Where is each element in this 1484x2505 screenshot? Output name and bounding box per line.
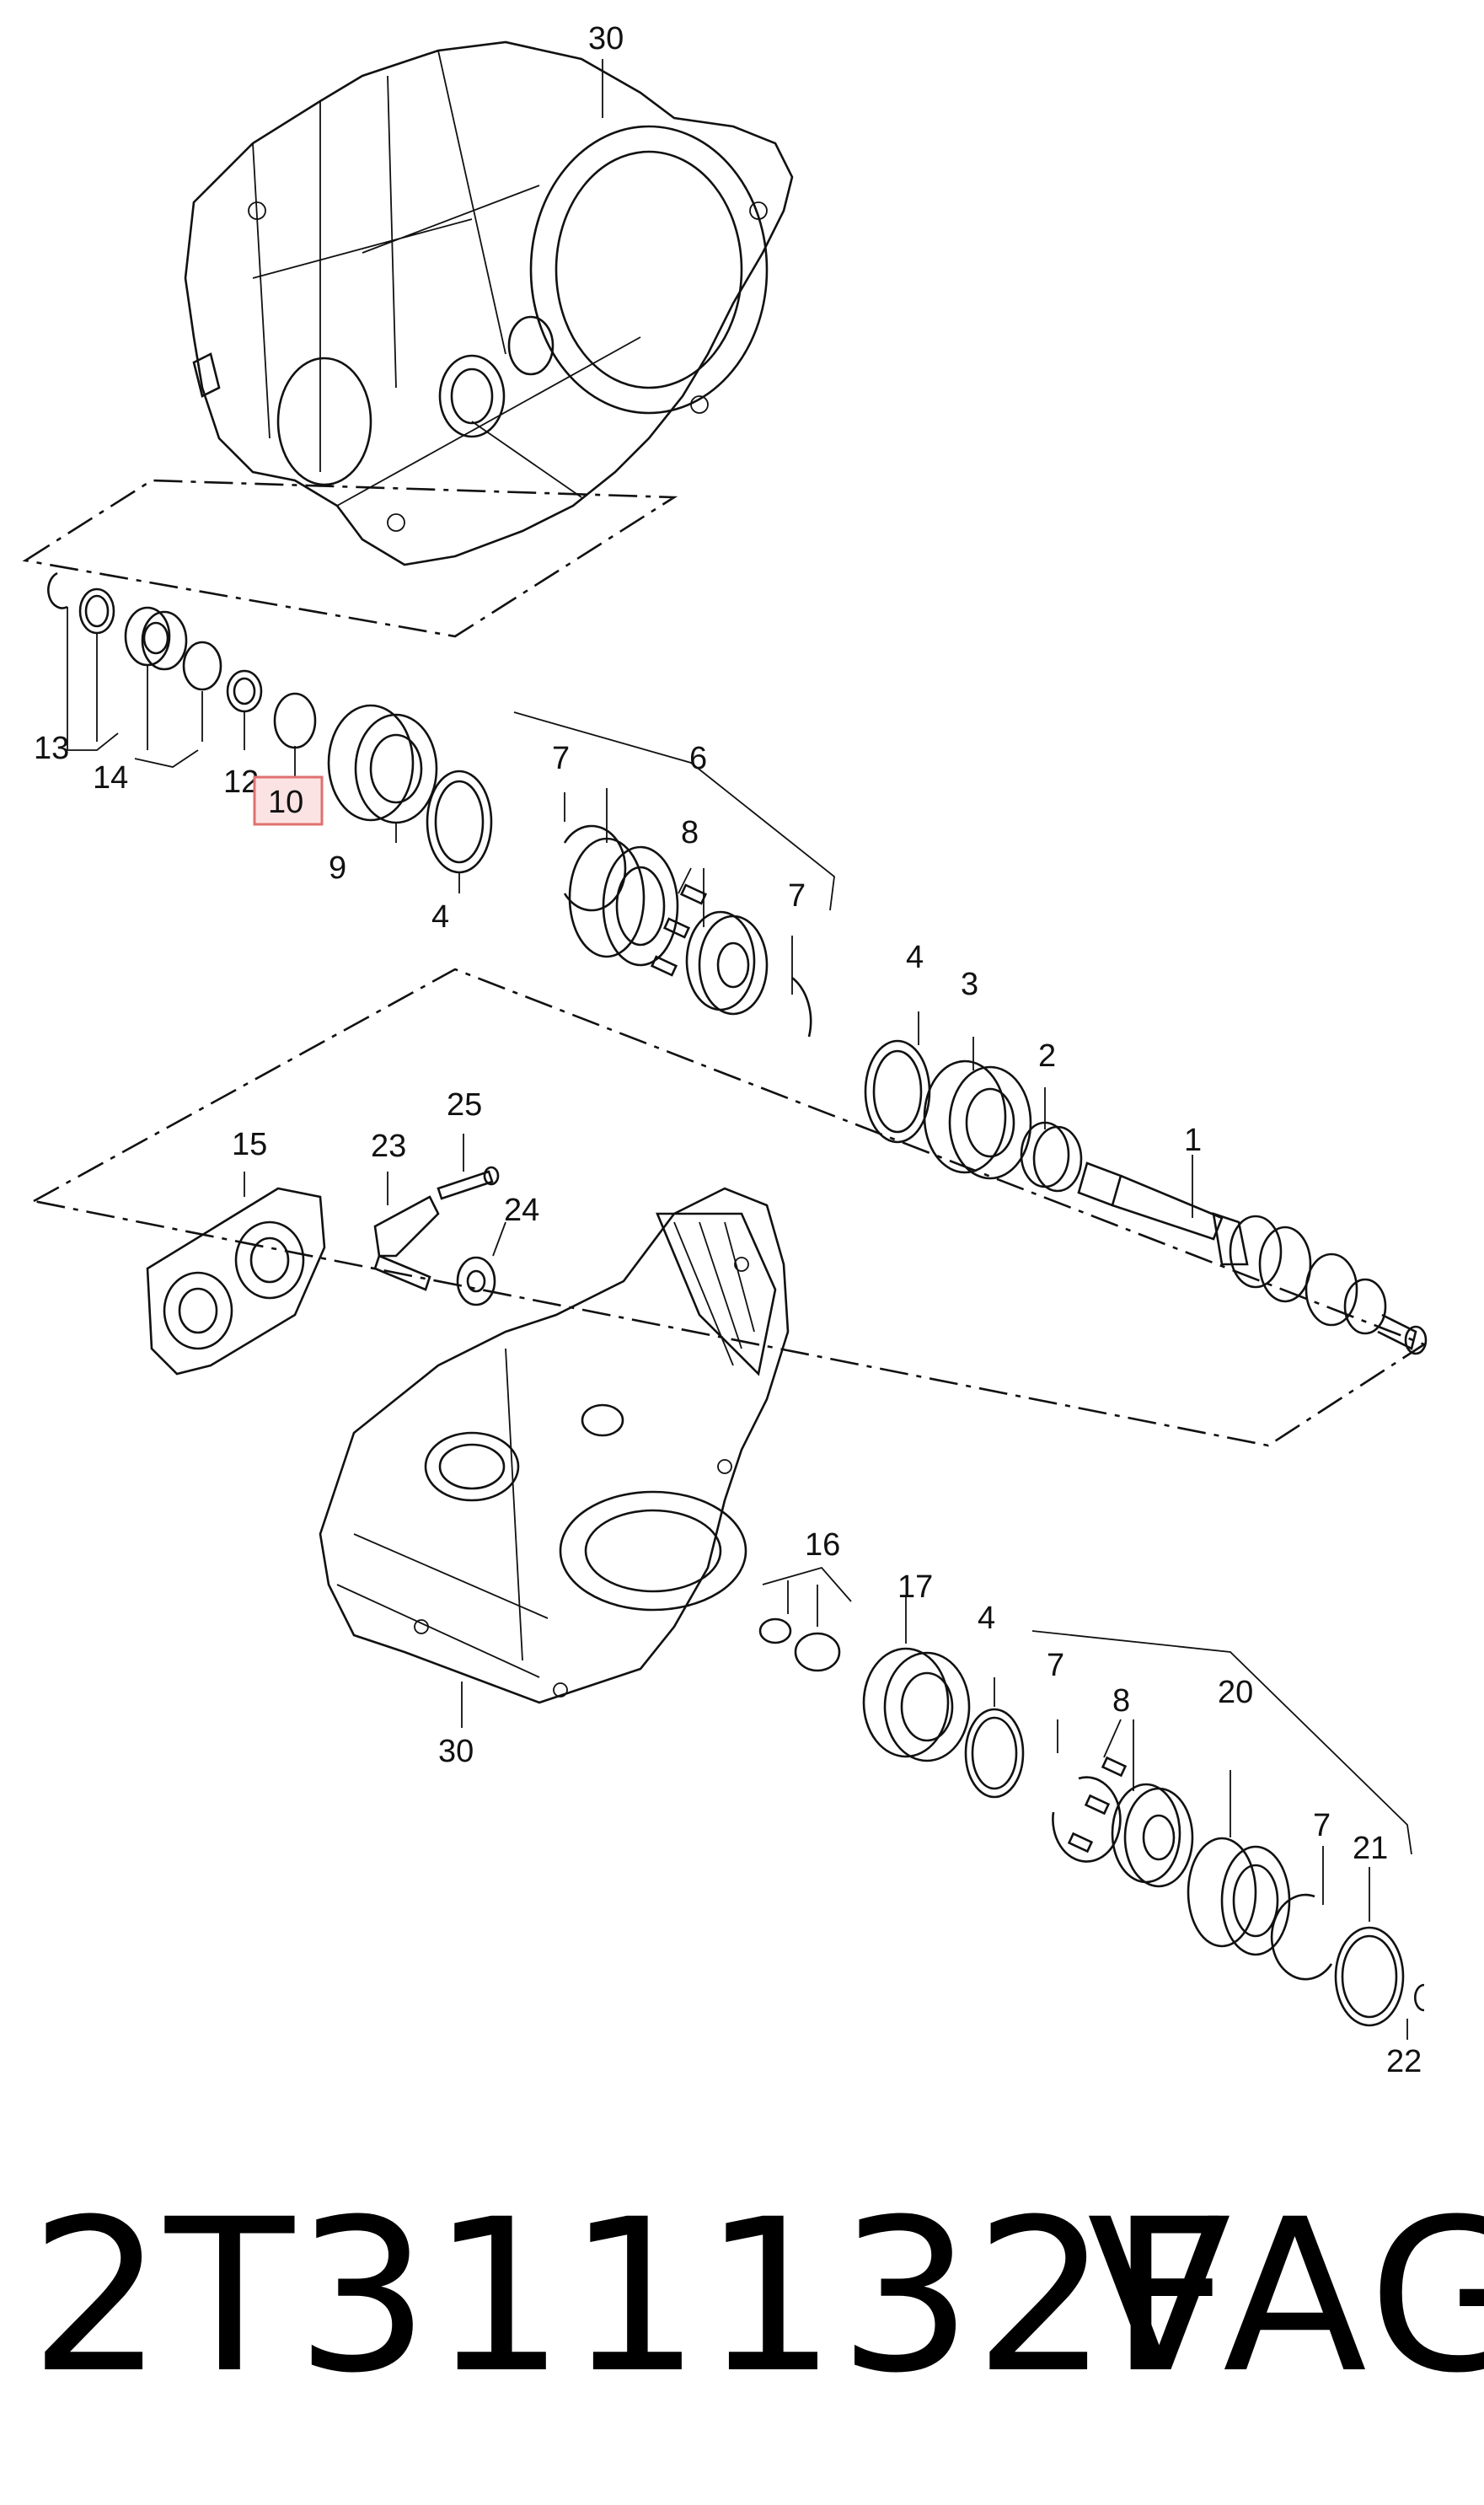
callout-6: 6 — [689, 741, 707, 776]
upper-transmission-housing — [184, 40, 794, 566]
callout-7-lower-right: 7 — [1313, 1808, 1331, 1843]
callout-24: 24 — [504, 1193, 539, 1228]
callout-10-highlight — [253, 775, 324, 826]
callout-3: 3 — [961, 967, 978, 1002]
callout-7-lower-left: 7 — [1047, 1648, 1064, 1683]
upper-housing-boundary — [22, 479, 678, 638]
callout-17: 17 — [897, 1569, 933, 1605]
part-number: 2T311132F — [29, 2174, 1233, 2419]
callout-20: 20 — [1218, 1675, 1253, 1710]
callout-14: 14 — [93, 760, 128, 796]
callout-4-lower: 4 — [978, 1601, 995, 1636]
main-shaft-parts — [864, 1039, 1428, 1355]
small-parts-23-24-25 — [373, 1166, 500, 1306]
callout-30-lower: 30 — [438, 1734, 474, 1769]
lower-shaft-parts — [758, 1617, 1425, 2027]
callout-1: 1 — [1184, 1123, 1202, 1158]
callout-4-upper: 4 — [431, 899, 449, 935]
callout-10: 10 — [268, 785, 303, 820]
callout-7-upper-right: 7 — [788, 878, 806, 914]
callout-12: 12 — [223, 764, 259, 800]
callout-8-lower: 8 — [1112, 1683, 1130, 1719]
callout-25: 25 — [447, 1087, 482, 1123]
callout-30-upper: 30 — [588, 21, 624, 56]
part-info-footer: 2T311132F VAG — [0, 2158, 1484, 2444]
callout-7-upper-left: 7 — [552, 741, 570, 776]
callout-21: 21 — [1353, 1831, 1388, 1866]
callout-4-middle: 4 — [906, 940, 924, 975]
callout-22: 22 — [1386, 2044, 1422, 2079]
exploded-parts-diagram: 30 13 14 12 10 9 4 7 6 8 7 4 3 2 1 25 15… — [22, 21, 1428, 2079]
lower-transmission-housing — [319, 1187, 790, 1704]
callout-15: 15 — [232, 1127, 267, 1162]
lower-housing-boundary — [30, 968, 1427, 1447]
callout-2: 2 — [1038, 1038, 1056, 1074]
upper-shaft-parts — [47, 571, 812, 1038]
callout-23: 23 — [371, 1129, 406, 1164]
callout-16: 16 — [805, 1527, 840, 1563]
callout-8-upper: 8 — [681, 815, 699, 850]
cover-plate-part-15 — [146, 1187, 326, 1376]
brand-name: VAG — [1087, 2174, 1484, 2419]
callout-9: 9 — [329, 850, 346, 886]
callout-13: 13 — [34, 731, 69, 766]
